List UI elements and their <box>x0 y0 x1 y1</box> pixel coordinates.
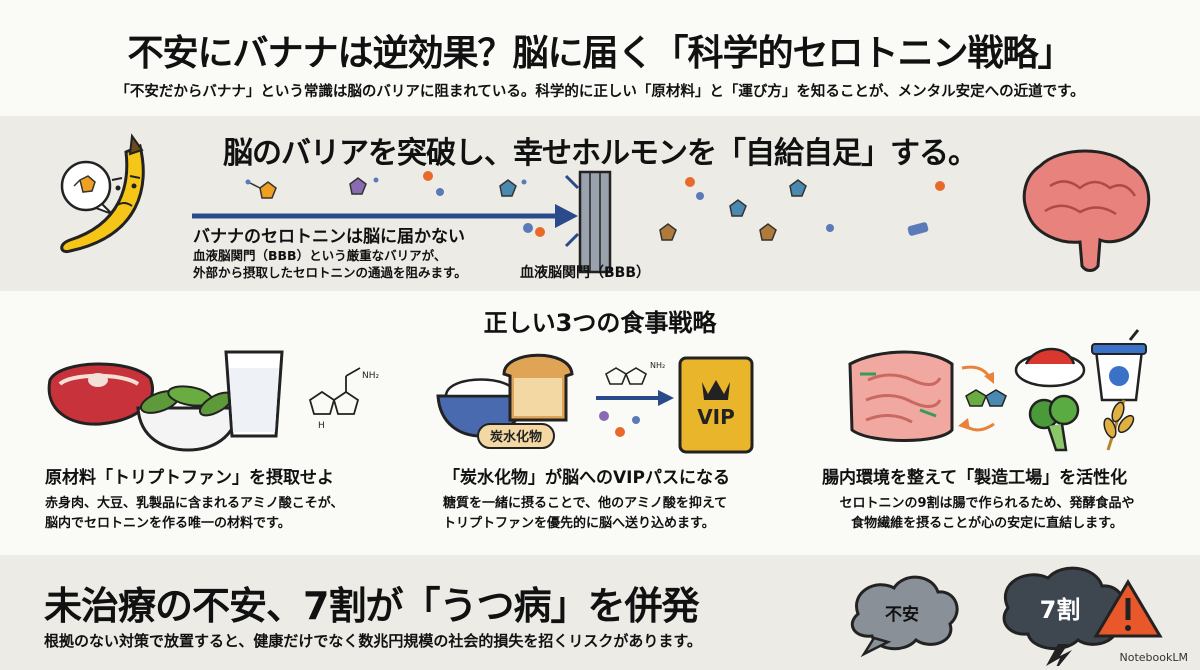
vip-label: VIP <box>697 405 735 429</box>
warning-band <box>0 555 1200 670</box>
arrow-icon <box>596 390 674 406</box>
strategy-card-line: トリプトファンを優先的に脳へ送り込めます。 <box>443 516 715 531</box>
edamame-bowl-icon <box>136 385 240 452</box>
molecule-icon: NH₂ H <box>308 367 380 431</box>
molecule-dot-icon <box>685 177 695 187</box>
strategy-card-line: セロトニンの9割は腸で作られるため、発酵食品や <box>839 496 1135 511</box>
storm-cloud-label: 7割 <box>1040 596 1081 624</box>
strategy-card-title: 「炭水化物」が脳へのVIPパスになる <box>443 468 730 488</box>
molecule-dot-icon <box>696 192 704 200</box>
molecule-icon <box>759 223 777 241</box>
warning-triangle-icon <box>1093 579 1163 638</box>
barrier-description-line: 血液脳関門（BBB）という厳重なバリアが、 <box>193 248 447 263</box>
broccoli-icon <box>1028 394 1080 452</box>
strategy-card-title: 原材料「トリプトファン」を摂取せよ <box>45 468 334 488</box>
intestine-icon <box>848 350 954 442</box>
arrow-icon <box>192 204 578 228</box>
warning-title: 未治療の不安、7割が「うつ病」を併発 <box>44 584 699 628</box>
molecule-label: NH₂ <box>650 361 665 370</box>
kimchi-icon <box>1014 347 1086 388</box>
notebooklm-credit: NotebookLM <box>1119 651 1188 664</box>
warning-illustration: 不安 7割 <box>850 566 1163 666</box>
strategy-card-description: 赤身肉、大豆、乳製品に含まれるアミノ酸こそが、 脳内でセロトニンを作る唯一の材料… <box>45 494 343 534</box>
strategy-card-line: 糖質を一緒に摂ることで、他のアミノ酸を抑えて <box>443 496 728 511</box>
strategy-card-description: 糖質を一緒に摂ることで、他のアミノ酸を抑えて トリプトファンを優先的に脳へ送り込… <box>443 494 727 534</box>
strategies-title: 正しい3つの食事戦略 <box>483 309 717 337</box>
milk-glass-icon <box>224 350 284 438</box>
vip-pass-icon: VIP <box>678 356 754 454</box>
molecule-icon <box>965 389 1007 407</box>
barrier-description: 血液脳関門（BBB）という厳重なバリアが、 外部から摂取したセロトニンの通過を阻… <box>193 247 467 281</box>
molecule-icon <box>349 177 379 195</box>
strategy-card-line: 赤身肉、大豆、乳製品に含まれるアミノ酸こそが、 <box>45 496 344 511</box>
yogurt-icon <box>1091 343 1147 402</box>
barrier-arrow-label: バナナのセロトニンは脳に届かない <box>193 227 465 247</box>
meat-icon <box>47 362 154 426</box>
carb-label: 炭水化物 <box>490 429 542 445</box>
page-title: 不安にバナナは逆効果？脳に届く「科学的セロトニン戦略」 <box>127 33 1073 74</box>
strategy-card-line: 脳内でセロトニンを作る唯一の材料です。 <box>45 516 291 531</box>
anxiety-cloud-icon: 不安 <box>850 575 959 658</box>
molecule-dot-icon <box>423 171 433 181</box>
anxiety-cloud-label: 不安 <box>885 604 919 625</box>
molecule-dot-icon <box>523 223 533 233</box>
strategy-card-line: 食物繊維を摂ることが心の安定に直結します。 <box>851 516 1123 531</box>
molecule-icon <box>789 179 807 197</box>
molecule-icon <box>729 199 747 217</box>
molecule-icon: NH₂ <box>605 361 665 385</box>
strategy-card-description: セロトニンの9割は腸で作られるため、発酵食品や 食物繊維を摂ることが心の安定に直… <box>812 494 1162 534</box>
barrier-description-line: 外部から摂取したセロトニンの通過を阻みます。 <box>193 265 467 280</box>
molecule-label: NH₂ <box>362 371 380 381</box>
barrier-illustration <box>60 133 1151 274</box>
barrier-wall-icon <box>564 170 612 274</box>
strategy-illustrations: NH₂ H 炭水化物 NH₂ VIP <box>47 329 1147 454</box>
thought-bubble-icon <box>60 160 113 215</box>
barrier-title: 脳のバリアを突破し、幸せホルモンを「自給自足」する。 <box>223 136 978 171</box>
molecule-dot-icon <box>599 411 609 421</box>
warning-description: 根拠のない対策で放置すると、健康だけでなく数兆円規模の社会的損失を招くリスクがあ… <box>44 632 702 650</box>
wheat-icon <box>1103 399 1135 451</box>
brain-icon <box>1022 149 1151 272</box>
carb-tag <box>477 423 555 449</box>
strategy-card-title: 腸内環境を整えて「製造工場」を活性化 <box>822 468 1128 488</box>
molecule-dot-icon <box>615 427 625 437</box>
molecule-icon <box>659 223 677 241</box>
bread-icon <box>502 353 574 422</box>
spoon-icon <box>1128 329 1140 341</box>
molecule-dot-icon <box>436 188 444 196</box>
molecule-dot-icon <box>907 222 929 236</box>
bbb-label: 血液脳関門（BBB） <box>520 265 651 281</box>
svg-text:H: H <box>318 421 325 431</box>
molecule-icon <box>499 179 527 197</box>
molecule-dot-icon <box>632 416 640 424</box>
page-subtitle: 「不安だからバナナ」という常識は脳のバリアに阻まれている。科学的に正しい「原材料… <box>115 84 1085 100</box>
molecule-dot-icon <box>535 227 545 237</box>
banana-icon <box>60 133 145 254</box>
molecule-icon <box>245 179 277 199</box>
storm-cloud-icon: 7割 <box>1002 566 1126 666</box>
molecule-dot-icon <box>935 181 945 191</box>
molecule-dot-icon <box>826 224 834 232</box>
